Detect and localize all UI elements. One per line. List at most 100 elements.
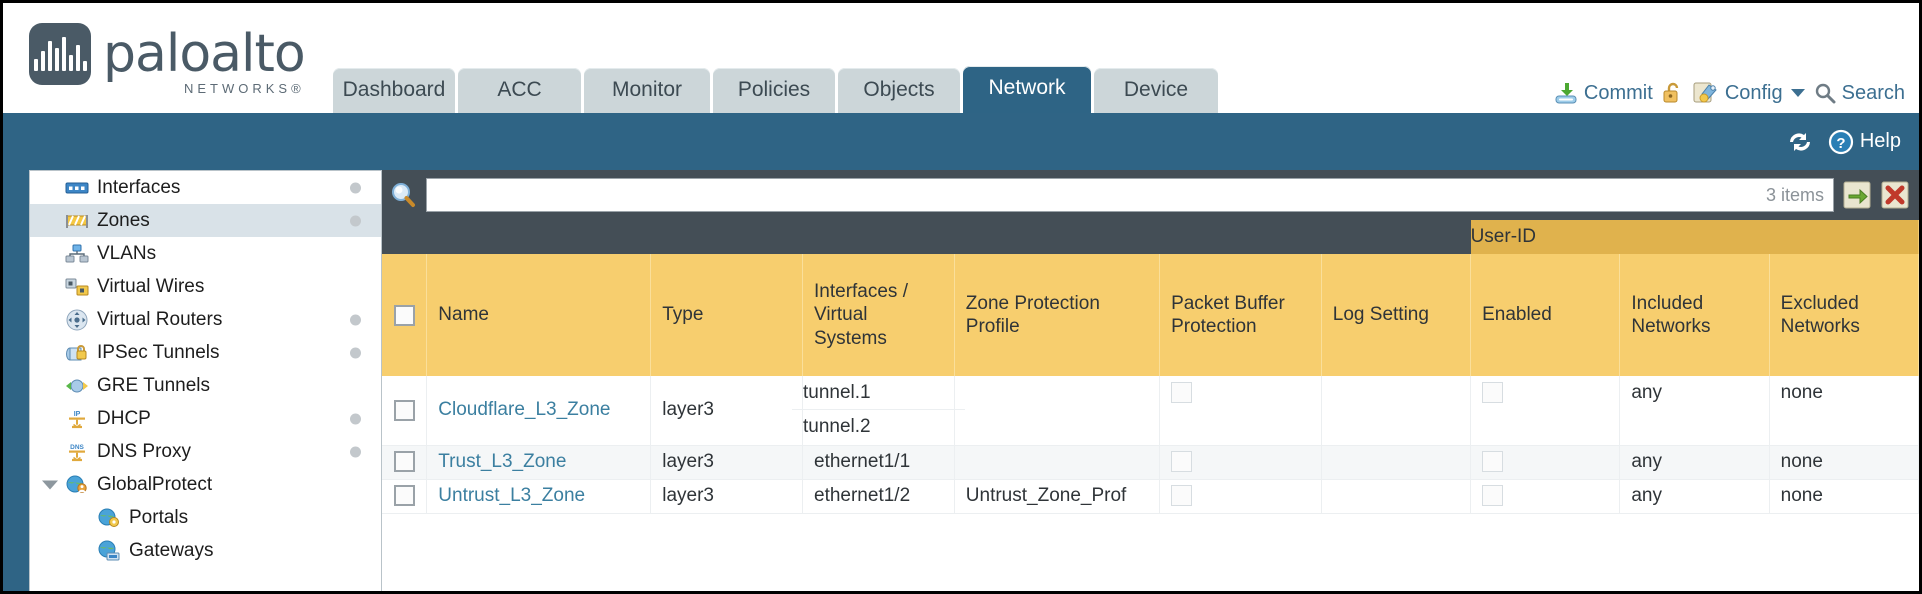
zone-name-link[interactable]: Untrust_L3_Zone <box>438 485 586 506</box>
zone-name-link[interactable]: Cloudflare_L3_Zone <box>438 399 611 421</box>
userid-enabled-checkbox[interactable] <box>1482 485 1504 507</box>
tab-device[interactable]: Device <box>1094 68 1218 113</box>
cell-log-setting <box>1321 376 1472 446</box>
sidebar-label: GlobalProtect <box>97 473 213 495</box>
tab-monitor[interactable]: Monitor <box>584 68 710 113</box>
table-row[interactable]: Cloudflare_L3_Zone layer3 tunnel.1 tunne… <box>382 376 1919 446</box>
commit-button[interactable]: Commit <box>1554 81 1653 105</box>
search-input[interactable]: 3 items <box>426 178 1834 212</box>
sidebar-label: Virtual Wires <box>97 275 205 297</box>
row-checkbox-cell[interactable] <box>382 376 428 446</box>
search-magnifier-icon[interactable] <box>388 180 418 210</box>
cell-packet-buffer-protection[interactable] <box>1159 376 1322 446</box>
help-button[interactable]: ? Help <box>1828 129 1901 155</box>
packet-buffer-checkbox[interactable] <box>1171 382 1193 404</box>
sidebar-item-ipsec-tunnels[interactable]: IPSec Tunnels <box>30 336 381 369</box>
header-select-all[interactable] <box>382 254 428 376</box>
table-group-header-row: User-ID <box>382 220 1919 254</box>
userid-enabled-checkbox[interactable] <box>1482 451 1504 473</box>
left-sidebar-nav: Interfaces Zones VLANs Vir <box>29 170 382 591</box>
header-name[interactable]: Name <box>426 254 652 376</box>
header-included-networks[interactable]: Included Networks <box>1619 254 1770 376</box>
cell-enabled[interactable] <box>1470 479 1621 514</box>
sidebar-item-vlans[interactable]: VLANs <box>30 237 381 270</box>
sidebar-item-dns-proxy[interactable]: DNS DNS Proxy <box>30 435 381 468</box>
search-button[interactable]: Search <box>1814 82 1905 105</box>
brand-logo[interactable]: paloalto NETWORKS® <box>29 23 306 96</box>
main-panel: 3 items <box>382 170 1919 591</box>
vlans-icon <box>64 243 90 265</box>
header-enabled[interactable]: Enabled <box>1470 254 1621 376</box>
sidebar-item-interfaces[interactable]: Interfaces <box>30 171 381 204</box>
header-zone-protection-profile[interactable]: Zone Protection Profile <box>954 254 1161 376</box>
cell-packet-buffer-protection[interactable] <box>1159 445 1322 480</box>
cell-type: layer3 <box>650 376 803 446</box>
packet-buffer-checkbox[interactable] <box>1171 485 1193 507</box>
dns-proxy-icon: DNS <box>64 441 90 463</box>
apply-arrow-icon[interactable] <box>1842 180 1872 210</box>
table-row[interactable]: Trust_L3_Zone layer3 ethernet1/1 <box>382 445 1919 480</box>
header-log-setting[interactable]: Log Setting <box>1321 254 1472 376</box>
cell-name[interactable]: Untrust_L3_Zone <box>426 479 652 514</box>
portals-icon <box>96 507 122 529</box>
sidebar-item-dhcp[interactable]: IP DHCP <box>30 402 381 435</box>
select-all-checkbox[interactable] <box>394 304 415 326</box>
header-packet-buffer-protection[interactable]: Packet Buffer Protection <box>1159 254 1322 376</box>
row-checkbox-cell[interactable] <box>382 479 428 514</box>
sidebar-item-zones[interactable]: Zones <box>30 204 381 237</box>
cell-enabled[interactable] <box>1470 376 1621 446</box>
tab-acc[interactable]: ACC <box>458 68 581 113</box>
dhcp-icon: IP <box>64 408 90 430</box>
paloalto-logo-mark <box>29 23 91 85</box>
zones-table-container: User-ID Name Type Interfaces / Virtual S… <box>382 220 1919 591</box>
clear-x-icon[interactable] <box>1880 180 1910 210</box>
sidebar-label: DNS Proxy <box>97 440 191 462</box>
cell-zone-protection-profile <box>954 376 1161 446</box>
sidebar-item-globalprotect[interactable]: GlobalProtect <box>30 468 381 501</box>
header-type[interactable]: Type <box>650 254 803 376</box>
gre-tunnels-icon <box>64 375 90 397</box>
sidebar-status-dot <box>350 215 361 226</box>
sidebar-item-gre-tunnels[interactable]: GRE Tunnels <box>30 369 381 402</box>
row-checkbox[interactable] <box>394 451 415 473</box>
packet-buffer-checkbox[interactable] <box>1171 451 1193 473</box>
cell-zone-protection-profile <box>954 445 1161 480</box>
chevron-down-icon[interactable] <box>1790 89 1805 97</box>
refresh-icon[interactable] <box>1786 129 1814 155</box>
sidebar-label: Portals <box>129 506 189 528</box>
row-checkbox-cell[interactable] <box>382 445 428 480</box>
sidebar-label: Virtual Routers <box>97 308 223 330</box>
header-actions: Commit <box>1554 81 1905 105</box>
lock-button[interactable] <box>1662 81 1684 105</box>
cell-packet-buffer-protection[interactable] <box>1159 479 1322 514</box>
application-window: paloalto NETWORKS® Dashboard ACC Monitor… <box>3 3 1919 591</box>
tab-objects[interactable]: Objects <box>838 68 960 113</box>
config-button[interactable]: Config <box>1693 81 1805 105</box>
cell-enabled[interactable] <box>1470 445 1621 480</box>
row-checkbox[interactable] <box>394 399 415 421</box>
row-checkbox[interactable] <box>394 485 415 507</box>
cell-interfaces: ethernet1/1 <box>802 445 955 480</box>
sidebar-item-virtual-routers[interactable]: Virtual Routers <box>30 303 381 336</box>
zone-name-link[interactable]: Trust_L3_Zone <box>438 451 567 472</box>
tab-policies[interactable]: Policies <box>713 68 835 113</box>
cell-excluded-networks: none <box>1769 445 1919 480</box>
cell-excluded-networks: none <box>1769 479 1919 514</box>
sidebar-item-gateways[interactable]: Gateways <box>30 534 381 567</box>
cell-name[interactable]: Cloudflare_L3_Zone <box>426 376 652 446</box>
cell-name[interactable]: Trust_L3_Zone <box>426 445 652 480</box>
search-icon <box>1814 82 1836 104</box>
virtual-routers-icon <box>64 309 90 331</box>
tab-dashboard[interactable]: Dashboard <box>333 68 455 113</box>
table-row[interactable]: Untrust_L3_Zone layer3 ethernet1/2 Untru… <box>382 479 1919 514</box>
header-excluded-networks[interactable]: Excluded Networks <box>1769 254 1919 376</box>
header-interfaces[interactable]: Interfaces / Virtual Systems <box>802 254 955 376</box>
expand-collapse-caret-icon[interactable] <box>42 480 58 489</box>
sidebar-item-virtual-wires[interactable]: Virtual Wires <box>30 270 381 303</box>
tab-network[interactable]: Network <box>963 66 1091 113</box>
userid-enabled-checkbox[interactable] <box>1482 382 1504 404</box>
cell-included-networks: any <box>1619 376 1770 446</box>
sidebar-item-portals[interactable]: Portals <box>30 501 381 534</box>
config-label: Config <box>1724 81 1783 104</box>
zones-table: User-ID Name Type Interfaces / Virtual S… <box>382 220 1919 514</box>
